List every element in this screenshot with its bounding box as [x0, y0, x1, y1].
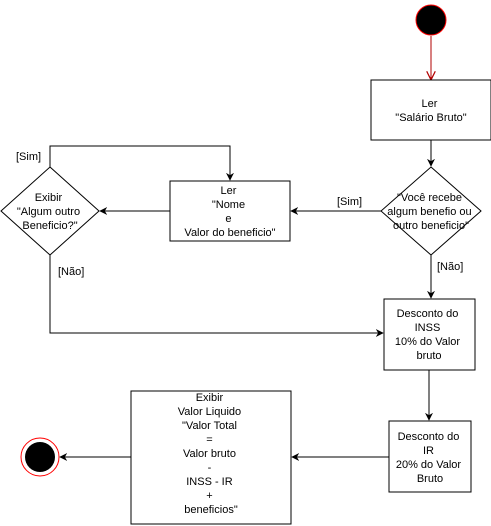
inss-text: Desconto do INSS 10% do Valor bruto [395, 308, 463, 362]
show-net-text: Exibir Valor Liquido "Valor Total = Valo… [178, 392, 244, 516]
read-benefit-box [169, 180, 291, 242]
read-benefit-text: Ler "Nome e Valor do beneficio" [184, 185, 275, 239]
show-net-box [130, 390, 292, 525]
ir-text: Desconto do IR 20% do Valor Bruto [396, 431, 464, 485]
decision-benefit-text: "Você recebe algum benefio ou outro bene… [387, 192, 474, 232]
sim-benefit-label: [Sim] [337, 196, 362, 208]
sim-other-label: [Sim] [16, 151, 41, 163]
decision-other-text: Exibir "Algum outro Beneficio?" [17, 192, 83, 232]
start-node [415, 4, 447, 36]
read-salary-box [370, 79, 491, 141]
nao-benefit-label: [Não] [437, 261, 463, 273]
inss-box [383, 298, 476, 371]
end-node-inner [25, 442, 55, 472]
sim-other-arrow [49, 145, 234, 181]
read-salary-text: Ler "Salário Bruto" [395, 98, 466, 124]
nao-other-label: [Não] [58, 266, 84, 278]
nao-other-arrow [49, 255, 384, 337]
ir-box [388, 420, 472, 493]
